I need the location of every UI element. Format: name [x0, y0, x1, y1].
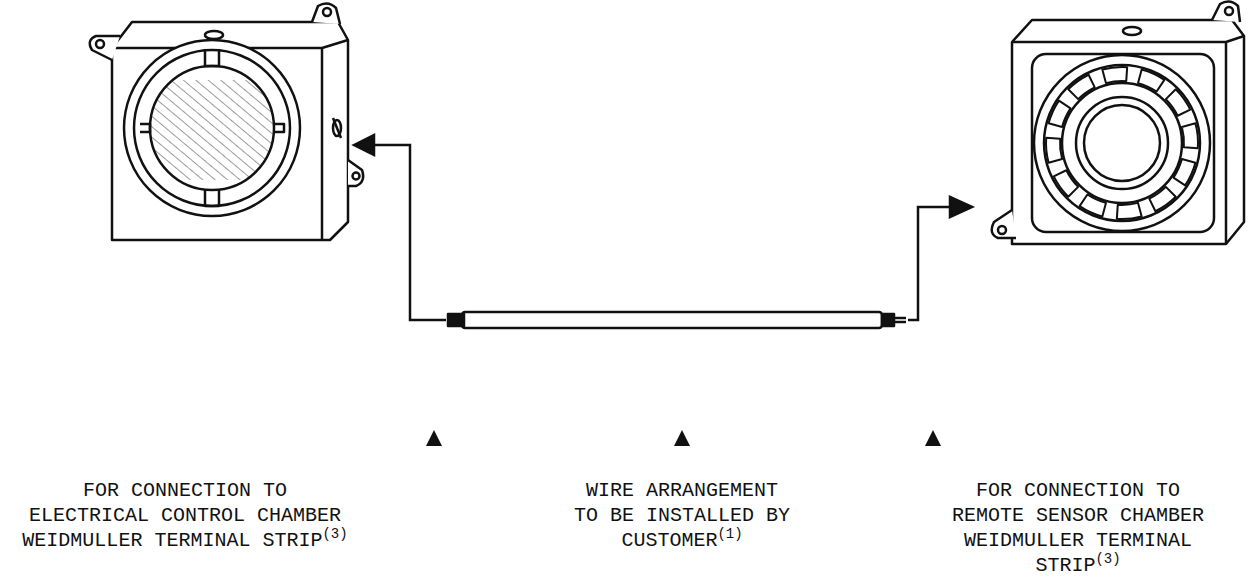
footnote-number: (3): [322, 526, 347, 542]
footnote-number: (3): [1095, 551, 1120, 567]
remote-sensor-enclosure: [992, 1, 1244, 244]
note-block: FOR CONNECTION TO REMOTE SENSOR CHAMBER …: [943, 478, 1213, 578]
note-block: WIRE ARRANGEMENT TO BE INSTALLED BY CUST…: [570, 478, 795, 553]
footnote-number: (1): [717, 526, 742, 542]
leader-arrow: [354, 135, 972, 320]
control-chamber-enclosure: [90, 3, 363, 240]
pointer-triangle: [426, 430, 941, 446]
note-text: WIRE ARRANGEMENT TO BE INSTALLED BY CUST…: [574, 479, 790, 552]
note-block: FOR CONNECTION TO ELECTRICAL CONTROL CHA…: [20, 478, 350, 553]
note-text: FOR CONNECTION TO ELECTRICAL CONTROL CHA…: [22, 479, 341, 552]
wire-arrangement: [448, 312, 906, 328]
note-text: FOR CONNECTION TO REMOTE SENSOR CHAMBER …: [952, 479, 1204, 577]
